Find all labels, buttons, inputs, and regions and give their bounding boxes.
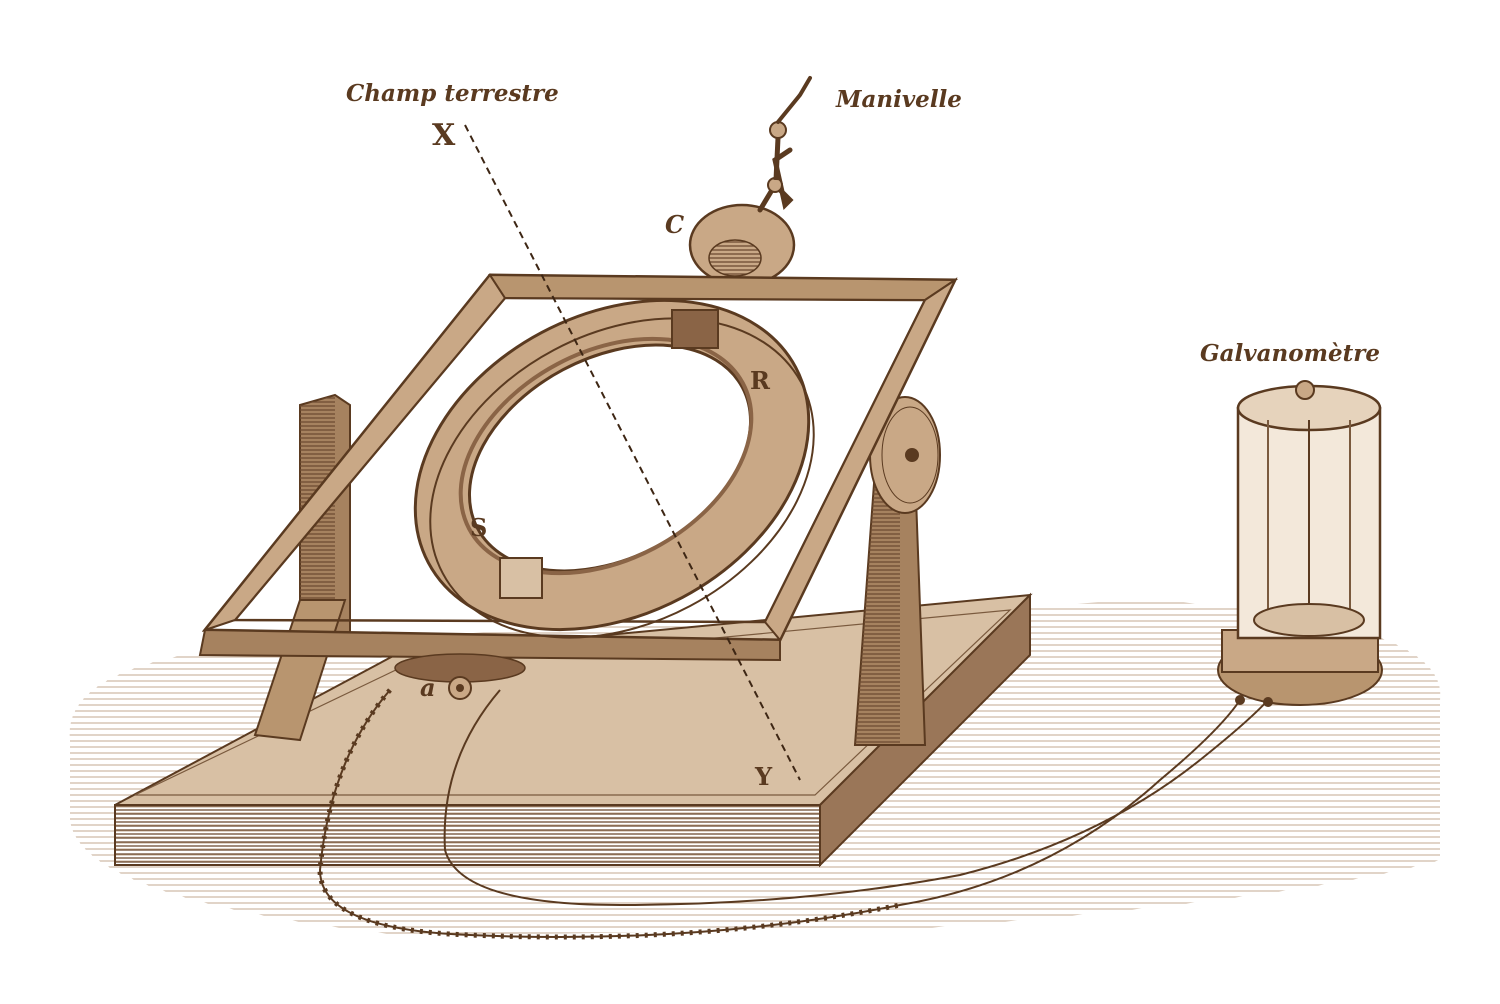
label-r: R [750, 366, 770, 395]
label-galvanometre: Galvanomètre [1200, 340, 1380, 367]
label-champ-terrestre: Champ terrestre [346, 80, 559, 107]
label-c: C [665, 210, 685, 239]
induction-coil-ring [413, 298, 815, 639]
right-support-post [853, 469, 927, 746]
earth-field-line [464, 124, 801, 781]
label-manivelle: Manivelle [836, 86, 962, 113]
label-s: S [470, 513, 488, 542]
crank-mechanism [688, 76, 812, 287]
commutator-terminals [394, 653, 526, 700]
galvanometer [1217, 380, 1383, 707]
label-x: X [432, 118, 456, 153]
label-a: a [420, 673, 436, 702]
label-y: Y [755, 762, 773, 791]
rotating-frame [198, 273, 959, 662]
connecting-wires [317, 688, 1269, 940]
